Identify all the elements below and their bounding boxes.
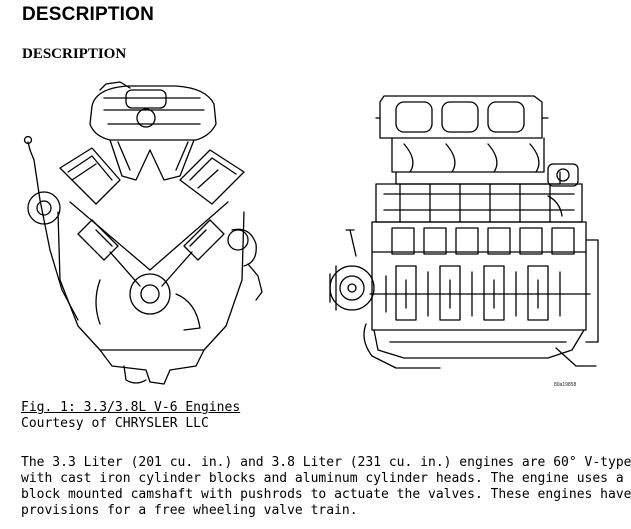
paragraph-line: provisions for a free wheeling valve tra… — [21, 503, 358, 518]
page-title: DESCRIPTION — [22, 4, 155, 25]
figure-id-label: 80a19858 — [554, 382, 577, 388]
figure-caption-title: Fig. 1: 3.3/3.8L V-6 Engines — [21, 400, 241, 415]
paragraph-line: The 3.3 Liter (201 cu. in.) and 3.8 Lite… — [21, 455, 631, 470]
engine-line-drawings — [23, 81, 599, 385]
section-title: DESCRIPTION — [22, 46, 127, 62]
figure-caption: Fig. 1: 3.3/3.8L V-6 Engines Courtesy of… — [21, 400, 240, 432]
side-view-engine — [329, 95, 599, 369]
description-paragraph: The 3.3 Liter (201 cu. in.) and 3.8 Lite… — [21, 455, 631, 519]
paragraph-line: block mounted camshaft with pushrods to … — [21, 487, 631, 502]
figure-caption-credit: Courtesy of CHRYSLER LLC — [21, 416, 209, 431]
paragraph-line: with cast iron cylinder blocks and alumi… — [21, 471, 624, 486]
engine-figure — [0, 80, 600, 400]
front-view-engine — [23, 81, 263, 385]
